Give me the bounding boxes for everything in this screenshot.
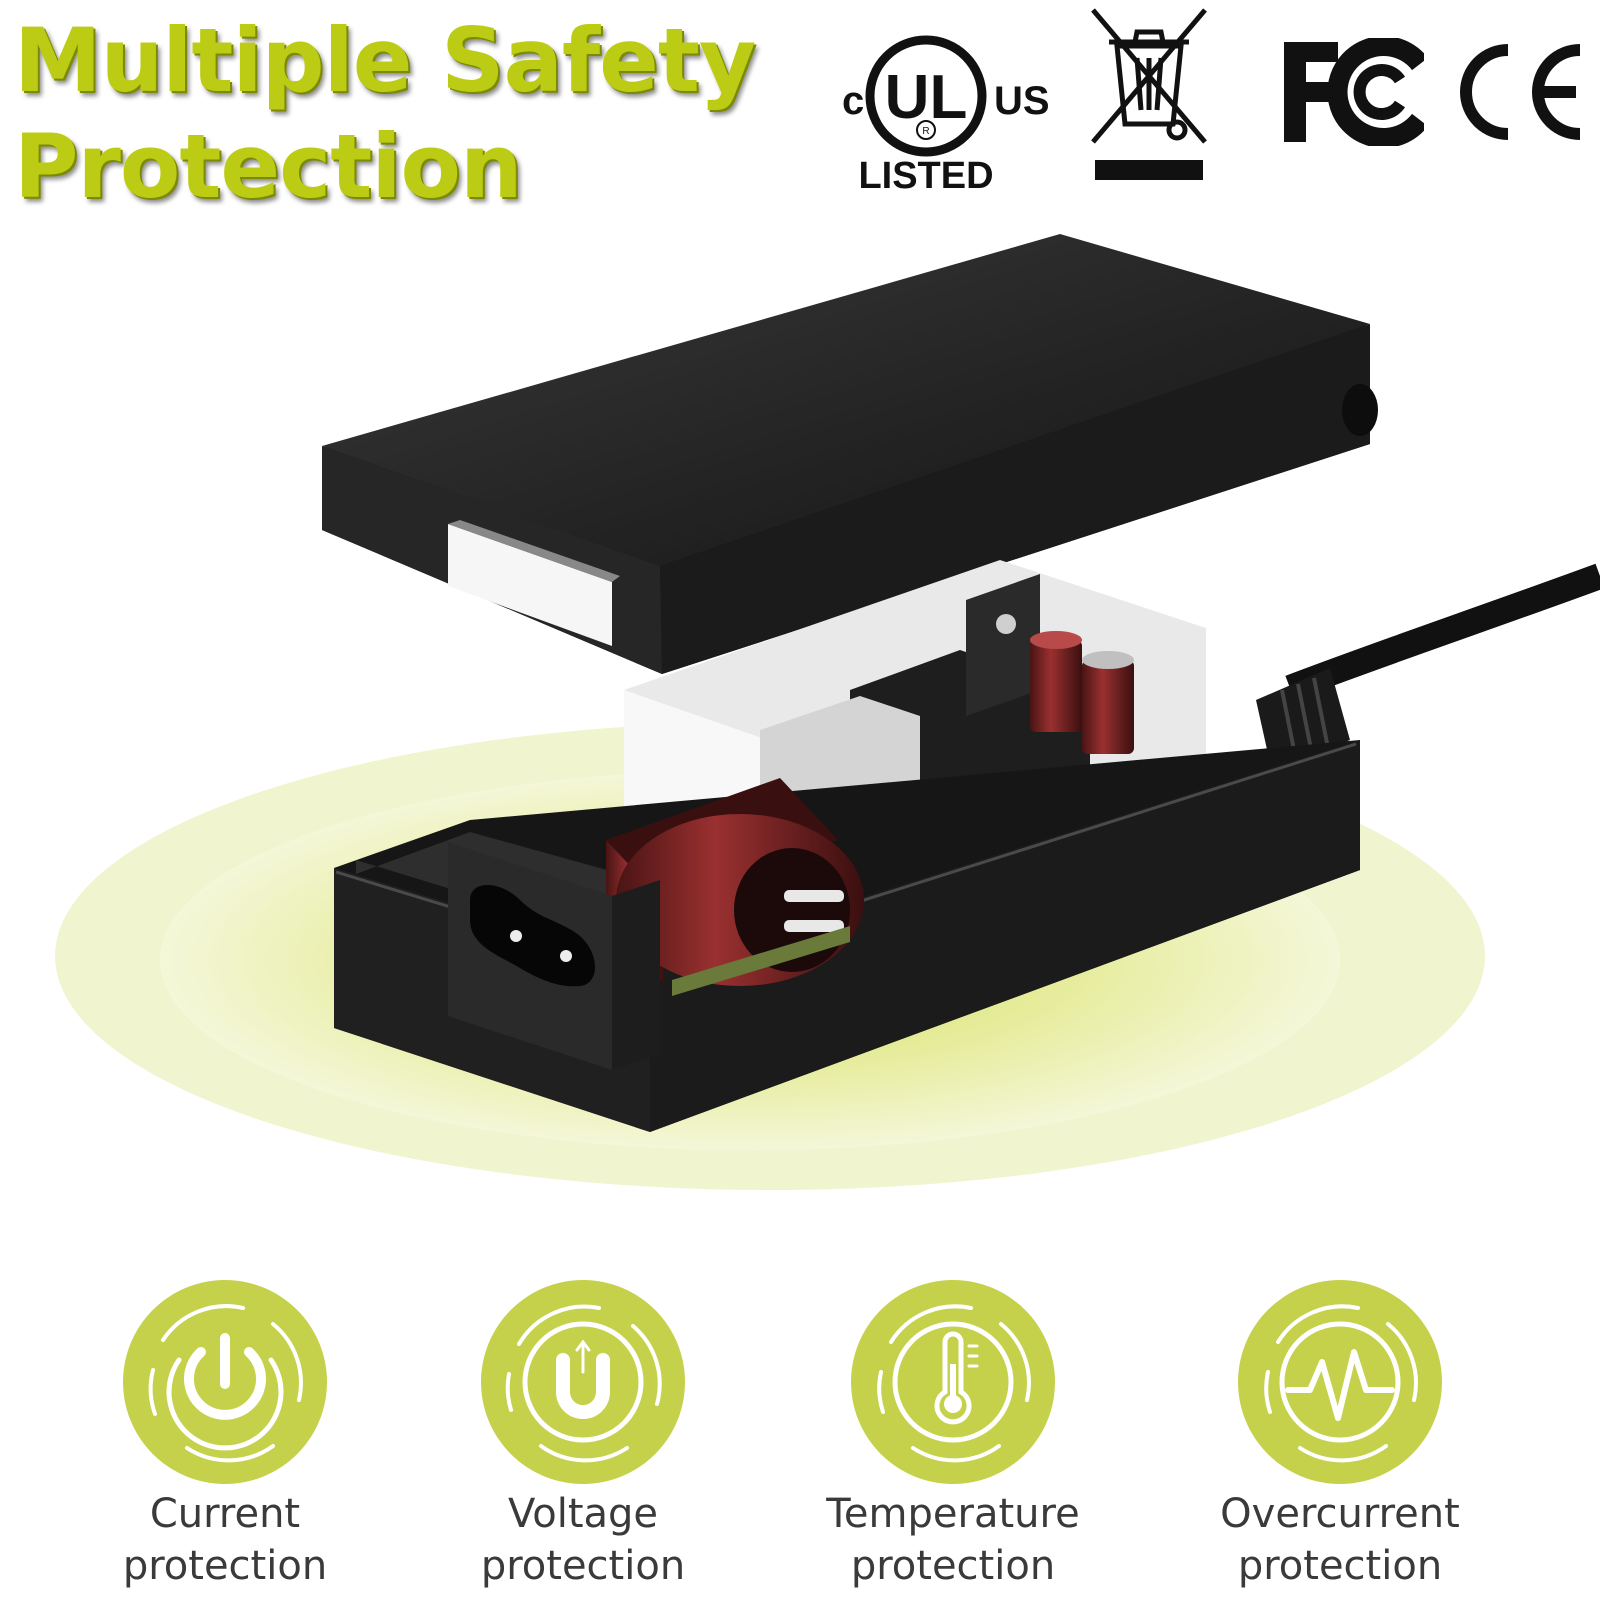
pulse-icon: [1238, 1280, 1442, 1484]
feature-voltage-line2: protection: [480, 1543, 686, 1589]
feature-current: Current protection: [55, 1280, 395, 1600]
feature-overcurrent: Overcurrent protection: [1170, 1280, 1510, 1600]
title-line-1: Multiple Safety: [14, 9, 756, 112]
feature-temperature-line2: protection: [850, 1543, 1056, 1589]
feature-temperature-line1: Temperature: [826, 1491, 1080, 1537]
feature-current-line1: Current: [149, 1491, 301, 1537]
adapter-illustration: [55, 234, 1600, 1190]
fcc-logo-icon: [1284, 38, 1424, 146]
power-icon: [123, 1280, 327, 1484]
feature-current-label: Current protection: [55, 1488, 395, 1592]
feature-temperature: Temperature protection: [783, 1280, 1123, 1600]
feature-voltage-label: Voltage protection: [413, 1488, 753, 1592]
feature-overcurrent-line2: protection: [1237, 1543, 1443, 1589]
feature-current-line2: protection: [122, 1543, 328, 1589]
feature-list: Current protection Voltage protection: [0, 1280, 1600, 1600]
feature-overcurrent-line1: Overcurrent: [1220, 1491, 1460, 1537]
feature-voltage-line1: Voltage: [507, 1491, 659, 1537]
magnet-icon: [481, 1280, 685, 1484]
page-title: Multiple Safety Protection: [14, 8, 814, 220]
feature-overcurrent-label: Overcurrent protection: [1170, 1488, 1510, 1592]
ul-us-text: US: [994, 79, 1050, 123]
ul-listed-text: LISTED: [858, 155, 993, 192]
ul-listed-icon: c UL R US LISTED: [842, 35, 1050, 192]
feature-voltage: Voltage protection: [413, 1280, 753, 1600]
title-line-2: Protection: [14, 115, 523, 218]
thermometer-icon: [851, 1280, 1055, 1484]
ul-registered-text: R: [922, 126, 929, 137]
ce-mark-icon: [1460, 44, 1581, 140]
ul-c-text: c: [842, 79, 864, 123]
crossed-bin-icon: [1091, 8, 1207, 180]
feature-temperature-label: Temperature protection: [783, 1488, 1123, 1592]
